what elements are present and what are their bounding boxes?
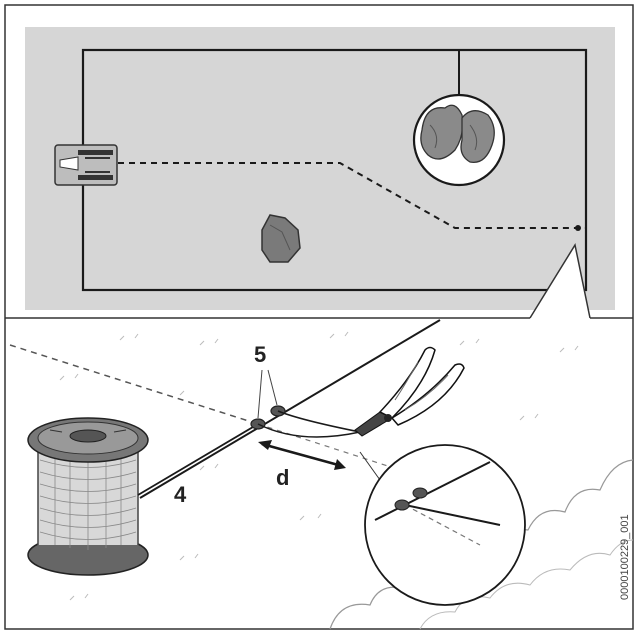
- guide-wire-continuation: [257, 423, 401, 471]
- rock-icon: [261, 214, 301, 263]
- callout-wedge: [529, 242, 591, 319]
- document-id: 0000100229_001: [619, 514, 631, 600]
- label-5-leader-2: [267, 369, 278, 406]
- pliers-icon: [354, 346, 465, 437]
- boundary-wire: [139, 319, 441, 499]
- cloud-decoration-2: [419, 539, 634, 630]
- label-part-4: 4: [174, 482, 187, 507]
- grass-texture: [59, 331, 579, 601]
- installation-detail-panel: 5 d 4 0000100229_001: [9, 319, 634, 630]
- charging-station-icon: [54, 144, 118, 186]
- magnifier-leader: [359, 451, 381, 481]
- distance-arrow: [258, 440, 346, 470]
- lawn-overview-panel: [25, 27, 615, 310]
- flower-bed-icon: [412, 93, 506, 187]
- magnified-connection-detail: [364, 444, 526, 606]
- label-distance-d: d: [276, 465, 289, 490]
- spool-wire: [137, 423, 259, 496]
- lawn-area: [25, 27, 615, 310]
- guide-wire-dashed: [118, 162, 586, 229]
- label-5-leader: [257, 369, 263, 419]
- wire-spool-icon: [27, 417, 149, 576]
- callout-marker: [575, 225, 581, 231]
- label-part-5: 5: [254, 342, 266, 367]
